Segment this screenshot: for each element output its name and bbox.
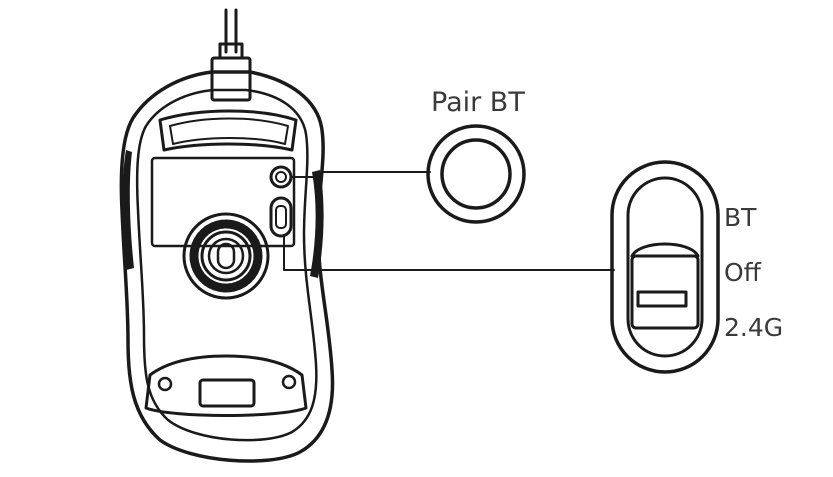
mouse-underside-icon [119,70,335,463]
cable [210,8,252,102]
pair-bt-label: Pair BT [431,87,525,118]
switch-24g-label: 2.4G [724,313,783,342]
callout-lines [283,171,615,271]
pair-button-icon [426,124,526,224]
switch-off-label: Off [724,258,762,287]
switch-bt-label: BT [724,203,757,232]
mode-switch-icon [610,160,720,374]
